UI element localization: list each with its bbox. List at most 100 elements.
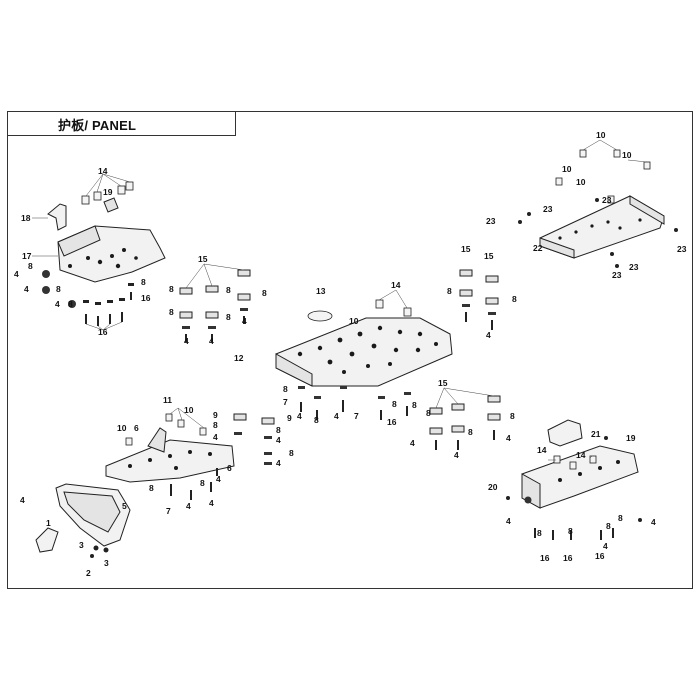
page-title: 护板/ PANEL [58, 118, 137, 133]
callout-14: 14 [391, 280, 401, 290]
callout-3: 3 [79, 540, 84, 550]
callout-9: 9 [287, 413, 292, 423]
callout-4: 4 [213, 432, 218, 442]
callout-19: 19 [626, 433, 636, 443]
callout-8: 8 [226, 285, 231, 295]
callout-4: 4 [651, 517, 656, 527]
callout-8: 8 [169, 284, 174, 294]
callout-4: 4 [506, 516, 511, 526]
callout-8: 8 [56, 284, 61, 294]
callout-8: 8 [283, 384, 288, 394]
callout-7: 7 [166, 506, 171, 516]
callout-23: 23 [543, 204, 553, 214]
callout-4: 4 [454, 450, 459, 460]
callout-10: 10 [117, 423, 127, 433]
callout-18: 18 [21, 213, 31, 223]
callout-4: 4 [297, 411, 302, 421]
callout-21: 21 [591, 429, 601, 439]
callout-7: 7 [354, 411, 359, 421]
callout-8: 8 [412, 400, 417, 410]
callout-8: 8 [213, 420, 218, 430]
callout-1: 1 [46, 518, 51, 528]
callout-11: 11 [163, 395, 172, 405]
callout-2: 2 [86, 568, 91, 578]
callout-8: 8 [606, 521, 611, 531]
front-lower-panel-group [35, 407, 275, 558]
callout-10: 10 [596, 130, 606, 140]
callout-23: 23 [629, 262, 639, 272]
callout-9: 9 [213, 410, 218, 420]
callout-20: 20 [488, 482, 498, 492]
callout-16: 16 [141, 293, 151, 303]
callout-10: 10 [349, 316, 359, 326]
callout-14: 14 [98, 166, 108, 176]
callout-4: 4 [410, 438, 415, 448]
callout-4: 4 [20, 495, 25, 505]
callout-23: 23 [602, 195, 612, 205]
callout-15: 15 [484, 251, 494, 261]
rear-frame-panel-group [518, 139, 678, 268]
callout-8: 8 [447, 286, 452, 296]
callout-4: 4 [506, 433, 511, 443]
middle-bracket-group-left [179, 263, 251, 342]
front-bumper-panel-group [32, 173, 166, 331]
part-callout-labels: 14 19 18 17 4 8 4 8 4 8 8 16 16 15 8 8 8… [14, 130, 687, 578]
callout-6: 6 [227, 463, 232, 473]
diagram-frame [7, 111, 693, 589]
callout-4: 4 [242, 316, 247, 326]
callout-23: 23 [612, 270, 622, 280]
callout-8: 8 [537, 528, 542, 538]
callout-8: 8 [141, 277, 146, 287]
callout-8: 8 [262, 288, 267, 298]
callout-22: 22 [533, 243, 543, 253]
callout-4: 4 [55, 299, 60, 309]
title-box [7, 111, 236, 136]
callout-15: 15 [438, 378, 448, 388]
callout-7: 7 [283, 397, 288, 407]
callout-8: 8 [28, 261, 33, 271]
callout-10: 10 [184, 405, 194, 415]
callout-4: 4 [184, 336, 189, 346]
callout-16: 16 [595, 551, 605, 561]
callout-10: 10 [562, 164, 572, 174]
callout-16: 16 [387, 417, 397, 427]
callout-15: 15 [198, 254, 208, 264]
rear-lower-panel-group [506, 419, 642, 540]
callout-8: 8 [276, 425, 281, 435]
callout-8: 8 [512, 294, 517, 304]
callout-4: 4 [186, 501, 191, 511]
middle-bracket-group-right [429, 269, 501, 450]
callout-4: 4 [24, 284, 29, 294]
callout-10: 10 [622, 150, 632, 160]
callout-10: 10 [576, 177, 586, 187]
callout-4: 4 [603, 541, 608, 551]
center-skid-plate-group [275, 289, 453, 420]
callout-16: 16 [563, 553, 573, 563]
callout-4: 4 [276, 435, 281, 445]
callout-14: 14 [576, 450, 586, 460]
callout-8: 8 [392, 399, 397, 409]
callout-23: 23 [486, 216, 496, 226]
callout-4: 4 [209, 336, 214, 346]
callout-8: 8 [226, 312, 231, 322]
callout-13: 13 [316, 286, 326, 296]
callout-4: 4 [334, 411, 339, 421]
callout-6: 6 [134, 423, 139, 433]
callout-8: 8 [149, 483, 154, 493]
callout-4: 4 [276, 458, 281, 468]
callout-14: 14 [537, 445, 547, 455]
callout-8: 8 [289, 448, 294, 458]
callout-4: 4 [216, 474, 221, 484]
callout-16: 16 [98, 327, 108, 337]
callout-8: 8 [468, 427, 473, 437]
callout-8: 8 [510, 411, 515, 421]
callout-8: 8 [426, 408, 431, 418]
callout-16: 16 [540, 553, 550, 563]
callout-4: 4 [14, 269, 19, 279]
callout-15: 15 [461, 244, 471, 254]
callout-8: 8 [68, 299, 73, 309]
callout-8: 8 [618, 513, 623, 523]
callout-8: 8 [314, 415, 319, 425]
callout-4: 4 [209, 498, 214, 508]
